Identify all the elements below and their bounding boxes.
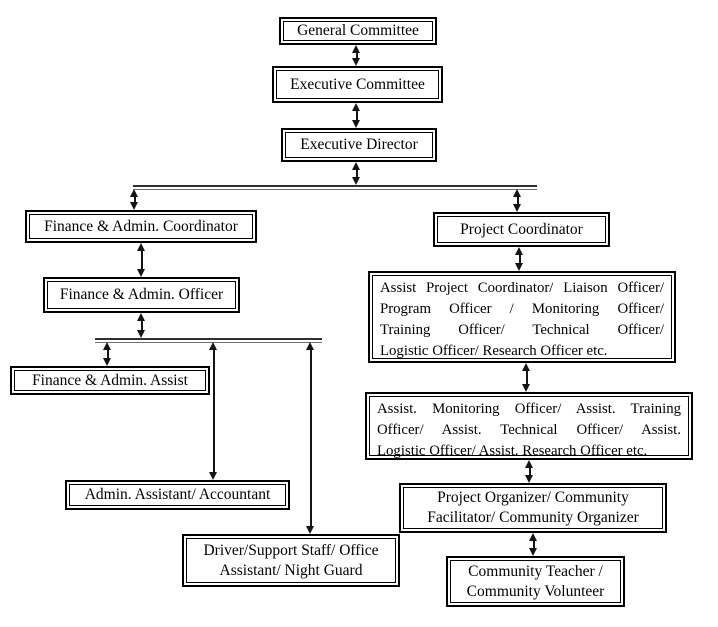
node-general-committee-label: General Committee bbox=[283, 21, 433, 41]
node-admin-assistant-accountant: Admin. Assistant/ Accountant bbox=[65, 480, 290, 510]
connector-arrow-busline-to-driver-support bbox=[306, 342, 315, 534]
node-executive-director: Executive Director bbox=[281, 128, 437, 162]
connector-arrow-director-to-busline bbox=[352, 162, 361, 185]
connector-arrow-assist-coordinator-to-assist-officers bbox=[522, 363, 531, 392]
node-assist-project-coordinator-label: Assist Project Coordinator/ Liaison Offi… bbox=[372, 275, 672, 359]
node-finance-admin-assist-label: Finance & Admin. Assist bbox=[14, 370, 206, 391]
node-admin-assistant-accountant-label: Admin. Assistant/ Accountant bbox=[69, 484, 286, 506]
node-project-coordinator-label: Project Coordinator bbox=[437, 216, 606, 243]
node-project-coordinator: Project Coordinator bbox=[433, 212, 610, 247]
connector-arrow-busline-to-finance-coordinator bbox=[130, 189, 139, 210]
node-executive-committee-label: Executive Committee bbox=[276, 70, 439, 99]
connector-arrow-general-to-executive-committee bbox=[352, 45, 361, 66]
node-finance-admin-officer-label: Finance & Admin. Officer bbox=[47, 281, 236, 309]
connector-arrow-coordinator-to-officer bbox=[137, 243, 146, 277]
node-executive-director-label: Executive Director bbox=[285, 132, 433, 158]
node-finance-admin-coordinator: Finance & Admin. Coordinator bbox=[25, 210, 257, 243]
node-finance-admin-officer: Finance & Admin. Officer bbox=[43, 277, 240, 313]
connector-arrow-busline-to-project-coordinator bbox=[513, 189, 522, 212]
node-community-teacher: Community Teacher /Community Volunteer bbox=[446, 556, 625, 607]
node-assist-officers-label: Assist. Monitoring Officer/ Assist. Trai… bbox=[369, 396, 689, 459]
connector-arrow-officer-to-busline bbox=[137, 313, 146, 338]
node-assist-officers: Assist. Monitoring Officer/ Assist. Trai… bbox=[365, 392, 693, 460]
node-general-committee: General Committee bbox=[279, 17, 437, 45]
node-finance-admin-assist: Finance & Admin. Assist bbox=[10, 366, 210, 395]
node-assist-project-coordinator: Assist Project Coordinator/ Liaison Offi… bbox=[368, 271, 676, 363]
bus-line-top bbox=[133, 185, 537, 190]
bus-line-left bbox=[95, 338, 322, 343]
connector-arrow-busline-to-admin-assistant bbox=[209, 342, 218, 480]
connector-arrow-executive-committee-to-director bbox=[352, 103, 361, 128]
node-finance-admin-coordinator-label: Finance & Admin. Coordinator bbox=[29, 214, 253, 239]
connector-arrow-assist-officers-to-project-organizer bbox=[525, 460, 534, 483]
connector-arrow-busline-to-finance-assist bbox=[103, 342, 112, 366]
node-executive-committee: Executive Committee bbox=[272, 66, 443, 103]
node-community-teacher-label: Community Teacher /Community Volunteer bbox=[450, 560, 621, 603]
connector-arrow-organizer-to-community-teacher bbox=[529, 533, 538, 556]
connector-arrow-coordinator-to-assist-coordinator bbox=[515, 247, 524, 271]
